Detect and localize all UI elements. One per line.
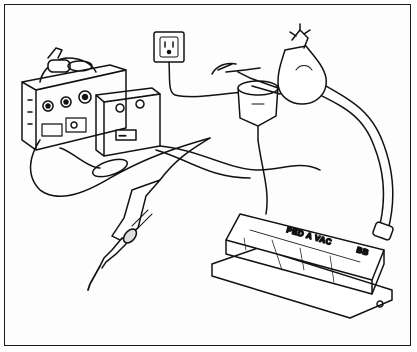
outlet-cord <box>169 62 248 97</box>
foot-pedal: PED A VAC BB <box>212 214 392 318</box>
cord-strain-relief <box>91 156 130 180</box>
station-brand-label: ~~~ <box>119 133 127 138</box>
pedal-cord <box>258 140 267 214</box>
soldering-station <box>22 48 126 150</box>
soldering-iron <box>88 138 210 290</box>
wall-outlet <box>154 32 184 62</box>
control-box: ~~~ <box>96 88 160 156</box>
hose-connector <box>372 221 394 240</box>
iron-cord <box>31 138 210 196</box>
vacuum-hose-to-pickup <box>160 146 320 170</box>
